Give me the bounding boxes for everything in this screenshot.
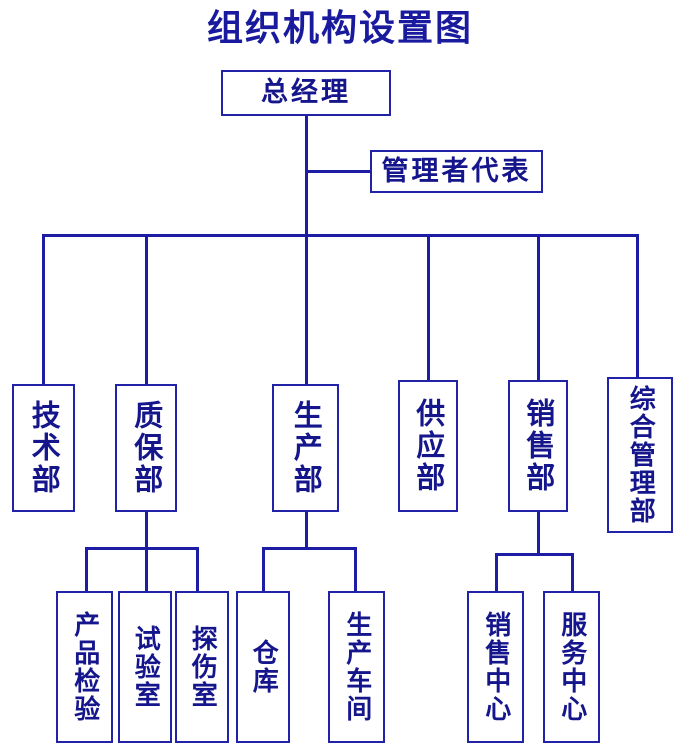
node-label: 质保部 <box>129 400 164 496</box>
node-label: 试验室 <box>130 625 161 709</box>
node-label: 服务中心 <box>556 611 587 723</box>
connector-sales-bus <box>495 553 574 556</box>
connector-drop-qa-1 <box>85 547 88 592</box>
connector-drop-sales-1 <box>495 553 498 592</box>
node-subunit-service-center[interactable]: 服务中心 <box>543 591 600 743</box>
node-subunit-flaw-detection-room[interactable]: 探伤室 <box>175 591 229 743</box>
node-department-general-administration[interactable]: 综合管理部 <box>607 377 673 533</box>
connector-prod-stem <box>305 512 308 549</box>
connector-prod-bus <box>262 547 357 550</box>
connector-drop-sales-2 <box>571 553 574 592</box>
connector-drop-prod-1 <box>262 547 265 592</box>
node-label: 探伤室 <box>187 625 218 709</box>
node-label: 综合管理部 <box>625 385 656 525</box>
node-label: 总经理 <box>261 77 351 109</box>
node-subunit-laboratory[interactable]: 试验室 <box>118 591 172 743</box>
node-label: 仓库 <box>248 639 279 695</box>
node-label: 销售中心 <box>480 611 511 723</box>
connector-drop-dept-2 <box>145 234 148 386</box>
node-management-representative[interactable]: 管理者代表 <box>370 150 543 193</box>
node-subunit-sales-center[interactable]: 销售中心 <box>467 591 524 743</box>
connector-main-bus <box>42 234 639 237</box>
node-department-quality-assurance[interactable]: 质保部 <box>115 384 177 512</box>
connector-drop-dept-1 <box>42 234 45 386</box>
connector-sales-stem <box>537 512 540 555</box>
page-title: 组织机构设置图 <box>206 7 473 49</box>
node-department-production[interactable]: 生产部 <box>272 384 339 512</box>
connector-drop-dept-5 <box>537 234 540 380</box>
node-label: 产品检验 <box>69 611 100 723</box>
node-department-supply[interactable]: 供应部 <box>398 380 458 512</box>
connector-drop-qa-2 <box>145 547 148 592</box>
node-label: 供应部 <box>411 398 446 494</box>
node-label: 技术部 <box>27 400 62 496</box>
connector-qa-bus <box>85 547 199 550</box>
node-general-manager[interactable]: 总经理 <box>221 70 391 116</box>
connector-drop-dept-4 <box>427 234 430 380</box>
connector-gm-stem <box>305 115 308 237</box>
node-label: 生产车间 <box>341 611 372 723</box>
node-label: 销售部 <box>521 398 556 494</box>
node-subunit-warehouse[interactable]: 仓库 <box>236 591 290 743</box>
connector-drop-dept-3 <box>305 234 308 386</box>
node-subunit-product-inspection[interactable]: 产品检验 <box>56 591 113 743</box>
connector-drop-qa-3 <box>196 547 199 592</box>
node-label: 管理者代表 <box>381 155 532 187</box>
connector-drop-dept-6 <box>636 234 639 377</box>
connector-qa-stem <box>145 512 148 549</box>
connector-gm-to-mgmt-rep <box>305 170 372 173</box>
node-department-technology[interactable]: 技术部 <box>12 384 75 512</box>
node-label: 生产部 <box>289 400 324 496</box>
node-department-sales[interactable]: 销售部 <box>508 380 568 512</box>
node-subunit-production-workshop[interactable]: 生产车间 <box>328 591 385 743</box>
connector-drop-prod-2 <box>354 547 357 592</box>
